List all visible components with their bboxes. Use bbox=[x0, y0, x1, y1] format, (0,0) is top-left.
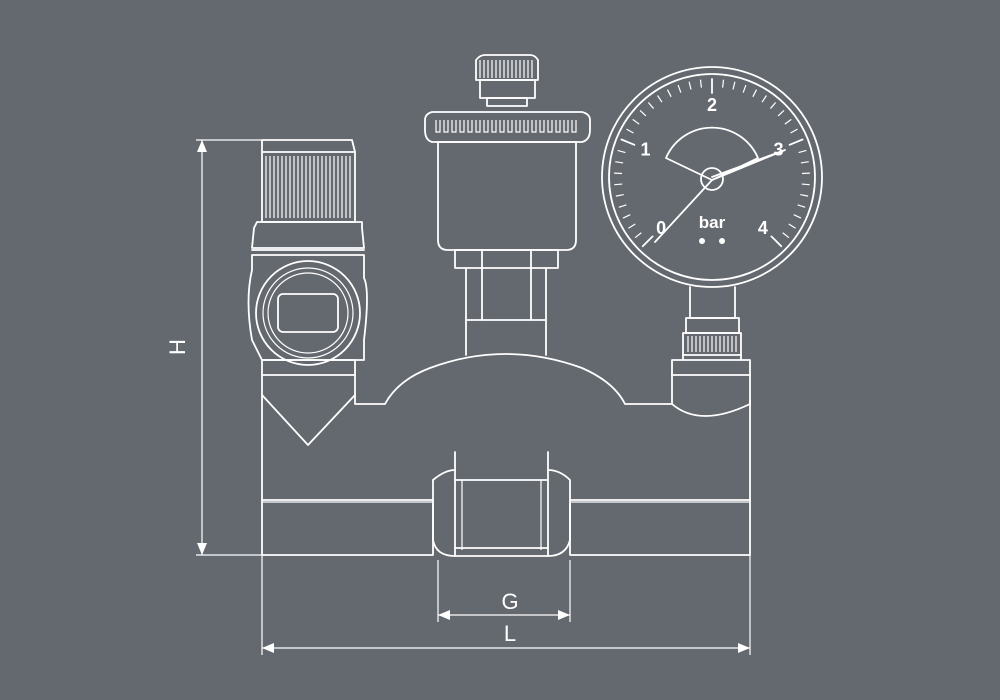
outlet-port-ring bbox=[255, 260, 361, 366]
knurled-cap-ridges bbox=[265, 156, 351, 218]
minor-tick bbox=[797, 204, 806, 208]
minor-tick bbox=[777, 110, 785, 117]
rim-tooth bbox=[459, 120, 465, 133]
minor-tick bbox=[626, 128, 634, 134]
rim-tooth bbox=[531, 120, 537, 133]
minor-tick bbox=[615, 193, 624, 197]
minor-tick bbox=[632, 118, 640, 125]
gauge-scale-label: 2 bbox=[707, 95, 717, 115]
minor-tick bbox=[628, 223, 636, 229]
manifold-body bbox=[261, 353, 751, 557]
minor-tick bbox=[732, 81, 736, 90]
dimension-height: H bbox=[165, 139, 262, 556]
minor-tick bbox=[742, 84, 747, 93]
rim-tooth bbox=[499, 120, 505, 133]
rim-tooth bbox=[491, 120, 497, 133]
minor-tick bbox=[617, 149, 626, 154]
rim-tooth bbox=[515, 120, 521, 133]
length-label: L bbox=[504, 621, 516, 646]
minor-tick bbox=[615, 161, 624, 164]
gauge-needle bbox=[654, 149, 786, 243]
rim-tooth bbox=[571, 120, 577, 133]
rim-tooth bbox=[475, 120, 481, 133]
minor-tick bbox=[793, 214, 802, 219]
safety-valve bbox=[247, 139, 368, 376]
rim-tooth bbox=[539, 120, 545, 133]
minor-tick bbox=[788, 223, 796, 229]
rim-tooth bbox=[435, 120, 441, 133]
connector-ridges bbox=[687, 336, 737, 352]
minor-tick bbox=[752, 89, 758, 98]
rim-tooth bbox=[483, 120, 489, 133]
minor-tick bbox=[721, 79, 725, 88]
rim-tooth bbox=[523, 120, 529, 133]
minor-tick bbox=[614, 183, 623, 186]
rim-tooth bbox=[555, 120, 561, 133]
minor-tick bbox=[790, 128, 798, 134]
minor-tick bbox=[657, 95, 663, 103]
minor-tick bbox=[761, 95, 767, 103]
dimension-thread: G bbox=[437, 560, 571, 622]
minor-tick bbox=[666, 89, 672, 98]
minor-tick bbox=[800, 193, 809, 197]
minor-tick bbox=[634, 232, 642, 239]
rim-tooth bbox=[443, 120, 449, 133]
minor-tick bbox=[647, 102, 655, 109]
minor-tick bbox=[688, 81, 692, 90]
gauge-scale-label: 4 bbox=[758, 218, 768, 238]
gauge-sector bbox=[665, 126, 759, 181]
gauge-tick-marks bbox=[614, 78, 810, 248]
minor-tick bbox=[769, 102, 777, 109]
major-tick bbox=[620, 138, 636, 146]
thread-label: G bbox=[501, 589, 518, 614]
gauge-dot-left bbox=[699, 238, 705, 244]
rim-tooth bbox=[507, 120, 513, 133]
rim-tooth bbox=[467, 120, 473, 133]
minor-tick bbox=[800, 161, 809, 164]
minor-tick bbox=[782, 232, 790, 239]
gauge-scale-labels: 0 1 2 3 4 bbox=[640, 95, 783, 238]
height-label: H bbox=[165, 339, 190, 355]
knob-ridges bbox=[479, 60, 533, 78]
gauge-dot-right bbox=[719, 238, 725, 244]
gauge-unit-label: bar bbox=[699, 213, 726, 232]
gauge-scale-label: 0 bbox=[656, 218, 666, 238]
minor-tick bbox=[639, 110, 647, 117]
minor-tick bbox=[699, 79, 703, 88]
needle-hub bbox=[700, 167, 724, 191]
minor-tick bbox=[677, 84, 682, 93]
major-tick bbox=[770, 235, 783, 248]
major-tick bbox=[788, 138, 804, 146]
rim-tooth bbox=[451, 120, 457, 133]
minor-tick bbox=[801, 183, 810, 186]
gauge-scale-label: 3 bbox=[774, 139, 784, 159]
minor-tick bbox=[798, 149, 807, 154]
minor-tick bbox=[622, 214, 631, 219]
pressure-gauge: 0 1 2 3 4 bar bbox=[601, 66, 823, 376]
minor-tick bbox=[784, 118, 792, 125]
gauge-bezel bbox=[601, 66, 823, 288]
minor-tick bbox=[618, 204, 627, 208]
gauge-scale-label: 1 bbox=[640, 139, 650, 159]
major-tick bbox=[641, 235, 654, 248]
cap-rim-ridges bbox=[435, 120, 577, 133]
rim-tooth bbox=[547, 120, 553, 133]
rim-tooth bbox=[563, 120, 569, 133]
outlet-port-window bbox=[277, 293, 339, 333]
air-vent bbox=[424, 54, 591, 356]
dimension-length: L bbox=[261, 555, 751, 655]
